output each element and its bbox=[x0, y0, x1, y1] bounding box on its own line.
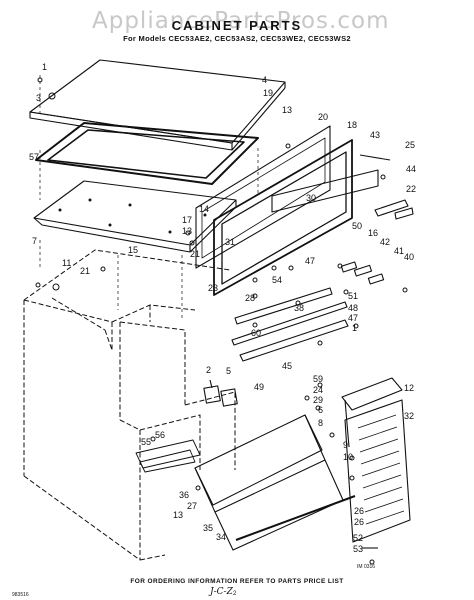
svg-text:13: 13 bbox=[282, 105, 292, 115]
page-number: 2 bbox=[233, 591, 237, 597]
svg-text:41: 41 bbox=[394, 246, 404, 256]
svg-text:5: 5 bbox=[226, 366, 231, 376]
svg-text:13: 13 bbox=[173, 510, 183, 520]
svg-text:59: 59 bbox=[313, 374, 323, 384]
svg-text:31: 31 bbox=[225, 237, 235, 247]
svg-text:51: 51 bbox=[348, 291, 358, 301]
svg-text:47: 47 bbox=[305, 256, 315, 266]
svg-text:55: 55 bbox=[141, 437, 151, 447]
svg-text:45: 45 bbox=[282, 361, 292, 371]
svg-text:14: 14 bbox=[199, 204, 209, 214]
svg-text:12: 12 bbox=[404, 383, 414, 393]
lower-door-panel bbox=[194, 414, 344, 551]
door-clips bbox=[340, 261, 385, 285]
screws bbox=[35, 77, 408, 565]
svg-text:26: 26 bbox=[354, 506, 364, 516]
svg-text:3: 3 bbox=[36, 93, 41, 103]
models-subtitle: For Models CEC53AE2, CEC53AS2, CEC53WE2,… bbox=[123, 34, 351, 43]
svg-text:49: 49 bbox=[254, 382, 264, 392]
hinge-rail bbox=[231, 287, 349, 362]
svg-text:19: 19 bbox=[263, 88, 273, 98]
svg-text:30: 30 bbox=[306, 193, 316, 203]
svg-text:47: 47 bbox=[348, 313, 358, 323]
svg-text:27: 27 bbox=[187, 501, 197, 511]
svg-text:16: 16 bbox=[368, 228, 378, 238]
svg-text:54: 54 bbox=[272, 275, 282, 285]
ordering-note: FOR ORDERING INFORMATION REFER TO PARTS … bbox=[130, 578, 344, 585]
svg-text:2: 2 bbox=[206, 365, 211, 375]
svg-text:43: 43 bbox=[370, 130, 380, 140]
page-title: CABINET PARTS bbox=[171, 18, 303, 33]
svg-text:21: 21 bbox=[80, 266, 90, 276]
svg-text:10: 10 bbox=[343, 452, 353, 462]
svg-text:34: 34 bbox=[216, 532, 226, 542]
svg-text:11: 11 bbox=[62, 258, 71, 268]
svg-text:23: 23 bbox=[208, 283, 218, 293]
svg-text:42: 42 bbox=[380, 237, 390, 247]
svg-text:48: 48 bbox=[348, 303, 358, 313]
svg-text:22: 22 bbox=[406, 184, 416, 194]
svg-text:52: 52 bbox=[353, 533, 363, 543]
lid-liner-pan bbox=[33, 180, 237, 253]
svg-text:15: 15 bbox=[128, 245, 138, 255]
svg-text:8: 8 bbox=[318, 418, 323, 428]
svg-text:25: 25 bbox=[405, 140, 415, 150]
svg-text:57: 57 bbox=[29, 152, 39, 162]
cabinet-front-recess bbox=[135, 439, 201, 473]
figure-reference: IM 0316 bbox=[357, 564, 376, 570]
svg-text:56: 56 bbox=[155, 430, 165, 440]
svg-text:21: 21 bbox=[190, 249, 200, 259]
door-trim-frame bbox=[213, 139, 353, 296]
svg-text:32: 32 bbox=[404, 411, 414, 421]
svg-text:13: 13 bbox=[182, 226, 192, 236]
svg-text:26: 26 bbox=[354, 517, 364, 527]
front-grille bbox=[344, 399, 411, 543]
door-rod bbox=[235, 495, 356, 541]
svg-text:7: 7 bbox=[32, 236, 37, 246]
lid-gasket-frame bbox=[35, 122, 259, 185]
svg-text:1: 1 bbox=[42, 62, 47, 72]
svg-text:38: 38 bbox=[294, 303, 304, 313]
main-cabinet bbox=[23, 249, 236, 561]
assembly-guide-lines bbox=[39, 75, 259, 320]
svg-text:1: 1 bbox=[352, 323, 357, 333]
svg-text:36: 36 bbox=[179, 490, 189, 500]
hinge-brackets bbox=[203, 379, 238, 407]
svg-text:60: 60 bbox=[251, 328, 261, 338]
svg-text:35: 35 bbox=[203, 523, 213, 533]
svg-text:44: 44 bbox=[406, 164, 416, 174]
handle-end-caps bbox=[374, 199, 414, 220]
svg-text:6: 6 bbox=[318, 405, 323, 415]
svg-text:9: 9 bbox=[343, 440, 348, 450]
svg-text:18: 18 bbox=[347, 120, 357, 130]
grille-top-panel bbox=[341, 377, 403, 448]
svg-text:20: 20 bbox=[318, 112, 328, 122]
handwritten-initials: J-C-Z bbox=[210, 587, 233, 597]
svg-text:24: 24 bbox=[313, 385, 323, 395]
svg-text:28: 28 bbox=[245, 293, 255, 303]
document-number: 983516 bbox=[12, 592, 29, 598]
svg-text:50: 50 bbox=[352, 221, 362, 231]
top-trim-strip bbox=[271, 154, 391, 213]
watermark: AppliancePartsPros.com bbox=[92, 8, 390, 34]
rear-control-panel bbox=[195, 125, 331, 269]
svg-text:17: 17 bbox=[182, 215, 192, 225]
top-lid-panel bbox=[29, 59, 286, 151]
svg-text:29: 29 bbox=[313, 395, 323, 405]
svg-text:4: 4 bbox=[262, 75, 267, 85]
svg-text:40: 40 bbox=[404, 252, 414, 262]
svg-text:53: 53 bbox=[353, 544, 363, 554]
callout-labels: 1 3 4 19 13 20 18 43 25 44 22 30 57 7 17… bbox=[29, 62, 416, 554]
